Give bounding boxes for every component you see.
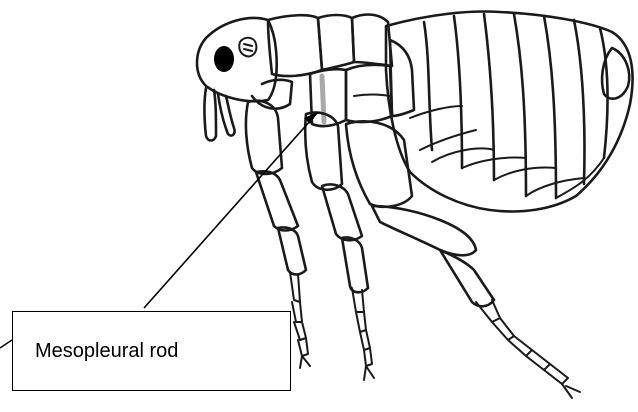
callout-label-box: Mesopleural rod bbox=[12, 311, 291, 391]
mesopleural-rod bbox=[322, 76, 324, 122]
thorax bbox=[268, 15, 414, 127]
abdomen bbox=[386, 12, 633, 212]
eye bbox=[214, 46, 234, 72]
midleg bbox=[305, 113, 374, 381]
callout-label: Mesopleural rod bbox=[35, 340, 178, 363]
